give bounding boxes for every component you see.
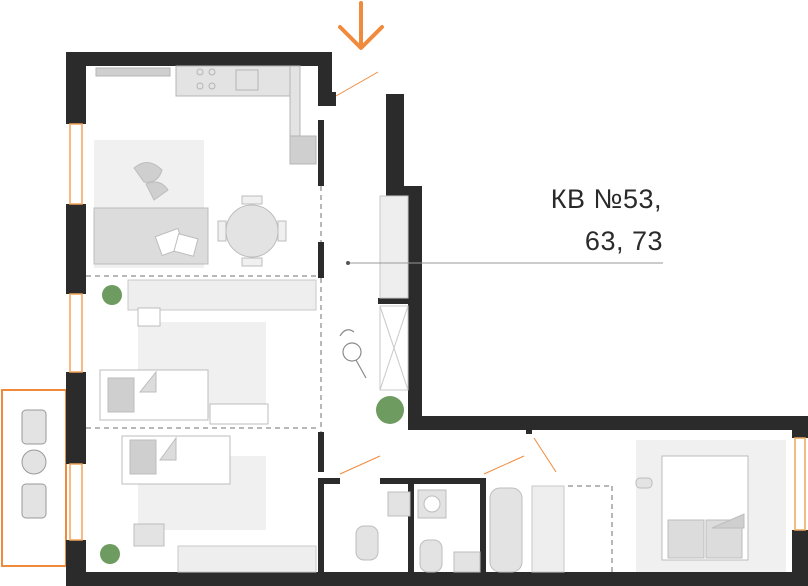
living-area xyxy=(93,140,287,268)
bedroom-1 xyxy=(99,307,269,425)
apartment-area: 63, 73 xyxy=(584,226,663,256)
entrance-arrow-icon xyxy=(338,1,384,50)
master-bedroom xyxy=(635,440,786,572)
walls xyxy=(66,52,808,586)
kitchen xyxy=(95,65,317,165)
bathroom xyxy=(355,487,523,573)
door-swings xyxy=(335,71,557,475)
wardrobes xyxy=(127,195,565,573)
label-leader-dot xyxy=(346,261,350,265)
windows xyxy=(69,123,806,541)
apartment-title: КВ №53, xyxy=(550,184,662,214)
plant-icon xyxy=(100,285,404,564)
person-icon xyxy=(339,329,367,379)
balcony xyxy=(1,389,67,567)
bedroom-2 xyxy=(121,435,266,547)
